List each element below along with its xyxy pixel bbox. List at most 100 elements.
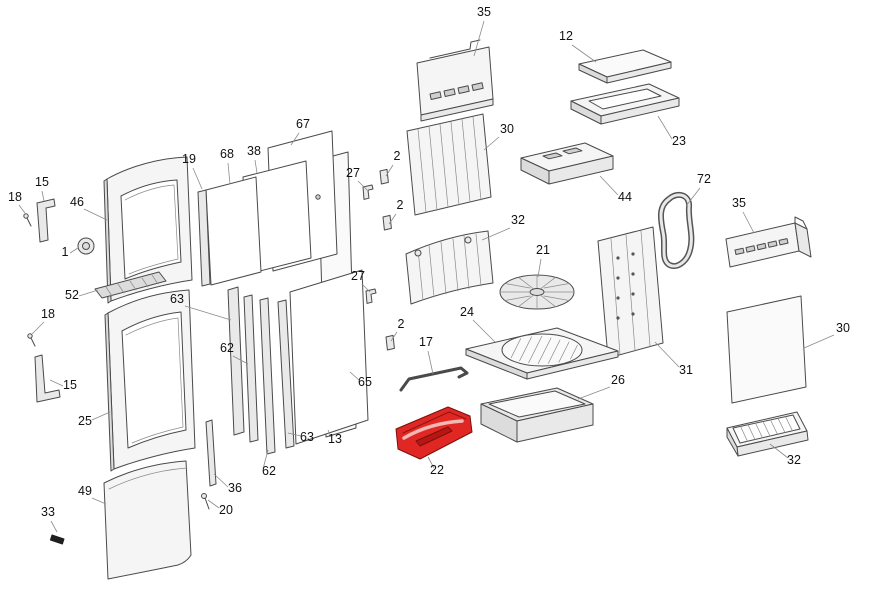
part-23-top-frame	[570, 83, 680, 125]
leader-line-63-b	[287, 432, 302, 437]
leader-line-38	[254, 159, 258, 174]
leader-line-36	[213, 473, 229, 488]
part-24-grate-frame	[465, 327, 619, 380]
leader-line-67	[290, 132, 300, 146]
part-label-2-b: 2	[397, 198, 404, 212]
part-label-13: 13	[328, 432, 342, 446]
part-63-frame-strip-upper	[227, 286, 245, 436]
part-label-2-a: 2	[394, 149, 401, 163]
leader-line-30-upper	[483, 136, 500, 151]
part-label-31: 31	[679, 363, 693, 377]
part-32-bottom-right-grate	[726, 411, 809, 457]
part-26-ash-pan	[480, 387, 594, 443]
part-35-top-heat-shield	[416, 39, 494, 122]
part-label-38: 38	[247, 144, 261, 158]
leader-line-46	[83, 208, 108, 221]
part-27-bracket-b	[365, 288, 377, 304]
part-label-25: 25	[78, 414, 92, 428]
part-30-upper-side-panel	[406, 113, 492, 216]
part-21-rotary-grate	[499, 274, 575, 310]
leader-line-18-b	[31, 321, 45, 335]
part-label-23: 23	[672, 134, 686, 148]
part-label-1: 1	[62, 245, 69, 259]
part-18-screw-upper	[23, 213, 32, 227]
leader-line-20	[207, 499, 220, 509]
part-32-center-grate-front	[405, 230, 494, 305]
part-label-27-a: 27	[346, 166, 360, 180]
part-65-side-glass	[289, 269, 369, 445]
leader-line-26	[577, 386, 611, 400]
part-35-right-heat-shield	[725, 216, 812, 268]
part-label-22: 22	[430, 463, 444, 477]
part-label-32-center: 32	[511, 213, 525, 227]
part-label-18-b: 18	[41, 307, 55, 321]
part-label-52: 52	[65, 288, 79, 302]
leader-line-30-right	[803, 334, 835, 349]
part-label-49: 49	[78, 484, 92, 498]
part-1-knob	[77, 237, 95, 255]
part-19-glass-strip	[197, 189, 211, 287]
part-2-clip-b	[382, 214, 392, 231]
leader-line-31	[654, 341, 680, 368]
part-label-30-upper: 30	[500, 122, 514, 136]
leader-line-32-center	[481, 227, 511, 241]
part-label-36: 36	[228, 481, 242, 495]
part-label-15-a: 15	[35, 175, 49, 189]
part-label-46: 46	[70, 195, 84, 209]
part-label-44: 44	[618, 190, 632, 204]
part-label-33: 33	[41, 505, 55, 519]
leader-line-1	[69, 247, 79, 254]
part-label-67: 67	[296, 117, 310, 131]
part-label-68: 68	[220, 147, 234, 161]
leader-line-44	[599, 175, 619, 196]
leader-line-12	[571, 44, 597, 63]
part-label-24: 24	[460, 305, 474, 319]
part-label-17: 17	[419, 335, 433, 349]
part-17-operating-rod	[399, 366, 469, 392]
leader-line-52	[78, 289, 99, 297]
leader-line-27-b	[361, 283, 371, 293]
part-68-glass-panel	[205, 176, 262, 286]
part-label-19: 19	[182, 152, 196, 166]
leader-line-27-a	[357, 180, 368, 191]
part-63-frame-strip-lower	[277, 299, 295, 449]
part-15-bracket-upper	[36, 198, 56, 243]
part-label-18-a: 18	[8, 190, 22, 204]
leader-line-49	[91, 497, 107, 505]
leader-line-19	[192, 167, 203, 190]
leader-line-62-b	[262, 449, 269, 470]
leader-line-13	[327, 429, 332, 438]
part-label-62-b: 62	[262, 464, 276, 478]
leader-line-63-a	[184, 305, 232, 321]
leader-line-2-a	[385, 164, 394, 177]
part-label-63-b: 63	[300, 430, 314, 444]
leader-line-18-a	[18, 204, 26, 214]
part-label-27-b: 27	[351, 269, 365, 283]
part-label-62-a: 62	[220, 341, 234, 355]
leader-line-35-right	[742, 211, 755, 234]
part-15-bracket-lower	[34, 354, 61, 403]
part-52-handle	[94, 271, 167, 299]
leader-line-24	[472, 319, 496, 343]
part-label-35-top: 35	[477, 5, 491, 19]
part-label-20: 20	[219, 503, 233, 517]
part-label-12: 12	[559, 29, 573, 43]
leader-line-15-a	[41, 190, 45, 202]
part-25-lower-door	[104, 289, 196, 472]
part-label-72: 72	[697, 172, 711, 186]
leader-line-15-b	[49, 379, 64, 387]
leader-line-22	[427, 456, 435, 469]
part-label-30-right: 30	[836, 321, 850, 335]
leader-line-33	[50, 520, 58, 533]
leader-line-72	[685, 187, 701, 207]
leader-line-21	[537, 258, 542, 278]
leader-line-23	[657, 115, 673, 140]
part-2-clip-a	[379, 168, 389, 185]
part-31-back-panel	[597, 226, 664, 359]
leader-line-68	[227, 162, 231, 185]
part-label-21: 21	[536, 243, 550, 257]
part-20-screw	[201, 493, 210, 510]
part-33-pin	[49, 534, 65, 545]
part-18-screw-lower	[27, 333, 36, 347]
